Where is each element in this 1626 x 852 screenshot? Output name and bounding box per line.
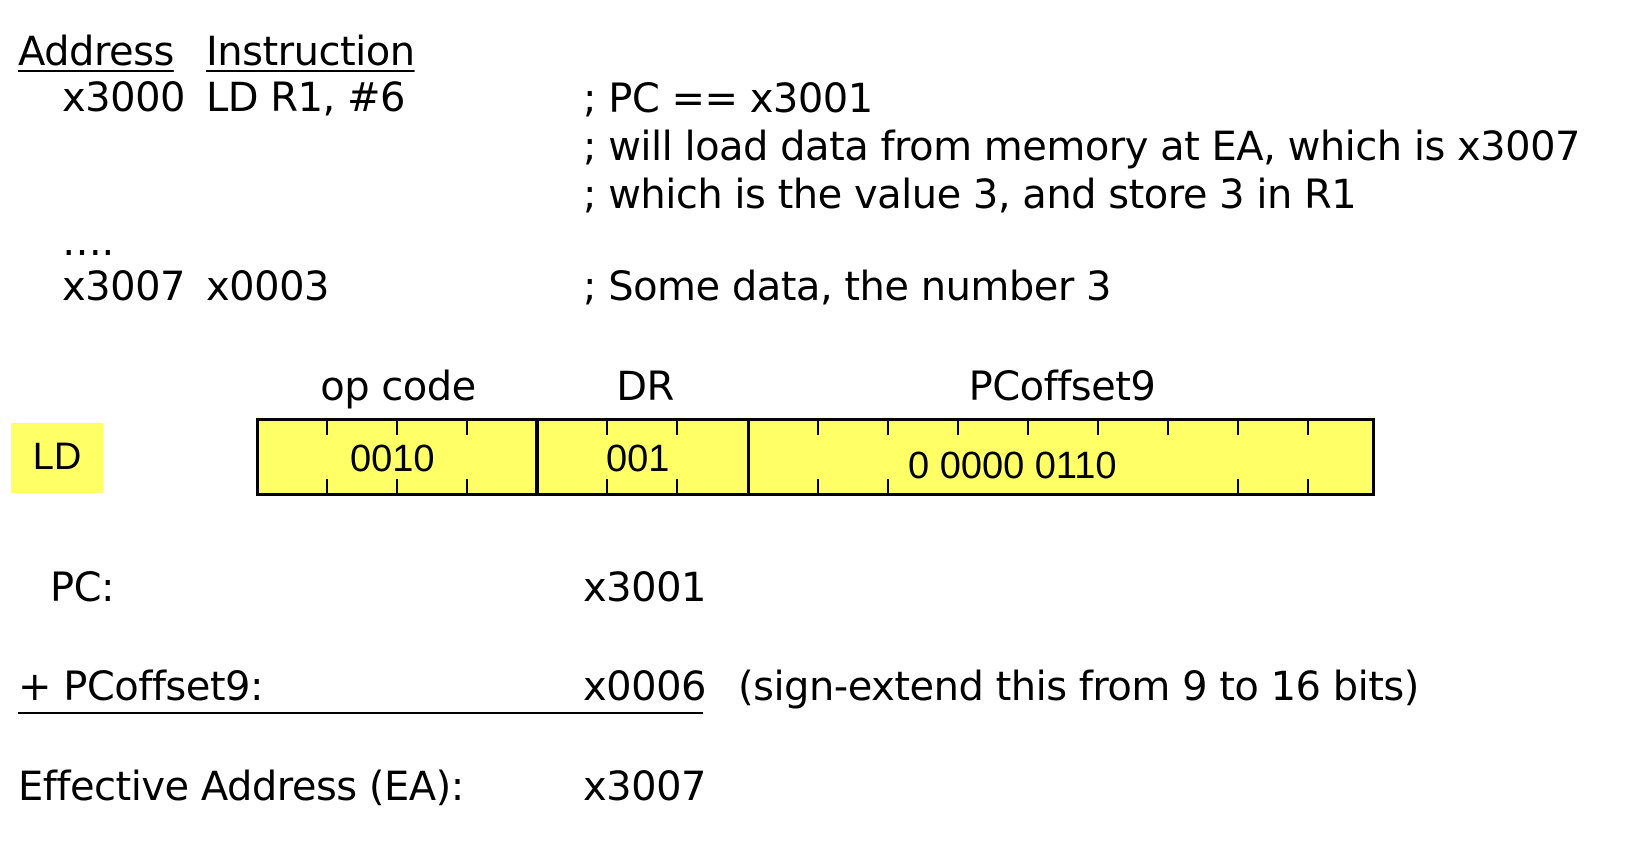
ellipsis: …. <box>62 219 114 265</box>
bit-tick <box>1237 479 1239 493</box>
bit-tick <box>396 479 398 493</box>
row2-address: x3007 <box>62 264 185 310</box>
offset-calc-value: x0006 <box>583 664 706 710</box>
address-header: Address <box>18 29 174 75</box>
row2-comment: ; Some data, the number 3 <box>583 264 1112 310</box>
bit-tick <box>887 479 889 493</box>
instruction-header: Instruction <box>206 29 415 75</box>
offset-calc-label: + PCoffset9: <box>18 664 263 710</box>
bit-tick <box>1307 479 1309 493</box>
bit-tick <box>1307 421 1309 435</box>
bit-tick <box>326 421 328 435</box>
bit-tick <box>957 421 959 435</box>
ea-label: Effective Address (EA): <box>18 764 464 810</box>
bit-tick <box>887 421 889 435</box>
bit-tick <box>326 479 328 493</box>
comment-line: ; will load data from memory at EA, whic… <box>583 124 1580 170</box>
bit-tick <box>606 421 608 435</box>
instruction-tag-label: LD <box>32 436 82 478</box>
dr-field <box>535 418 750 496</box>
bit-tick <box>1027 421 1029 435</box>
opcode-label: op code <box>320 364 476 410</box>
bit-tick <box>1167 421 1169 435</box>
row1-address: x3000 <box>62 75 185 121</box>
row1-comment: ; PC == x3001 ; will load data from memo… <box>583 75 1580 219</box>
row2-instruction: x0003 <box>206 264 329 310</box>
bit-tick <box>396 421 398 435</box>
bit-tick <box>1097 421 1099 435</box>
bit-tick <box>676 421 678 435</box>
pc-value: x3001 <box>583 565 706 611</box>
field-divider <box>535 418 539 496</box>
bit-tick <box>1237 421 1239 435</box>
bit-tick <box>466 421 468 435</box>
offset-label: PCoffset9 <box>968 364 1156 410</box>
row1-instruction: LD R1, #6 <box>206 75 405 121</box>
pc-label: PC: <box>50 565 115 611</box>
opcode-bits: 0010 <box>350 438 435 480</box>
bit-tick <box>606 479 608 493</box>
bit-tick <box>466 479 468 493</box>
bit-tick <box>817 421 819 435</box>
dr-label: DR <box>616 364 674 410</box>
sum-line <box>18 712 703 714</box>
bit-tick <box>817 479 819 493</box>
bit-tick <box>676 479 678 493</box>
comment-line: ; which is the value 3, and store 3 in R… <box>583 172 1357 218</box>
instruction-tag: LD <box>11 423 103 493</box>
ea-value: x3007 <box>583 764 706 810</box>
offset-bits: 0 0000 0110 <box>902 444 1123 492</box>
sign-extend-note: (sign-extend this from 9 to 16 bits) <box>738 664 1419 710</box>
dr-bits: 001 <box>606 438 670 480</box>
comment-line: ; PC == x3001 <box>583 76 873 122</box>
